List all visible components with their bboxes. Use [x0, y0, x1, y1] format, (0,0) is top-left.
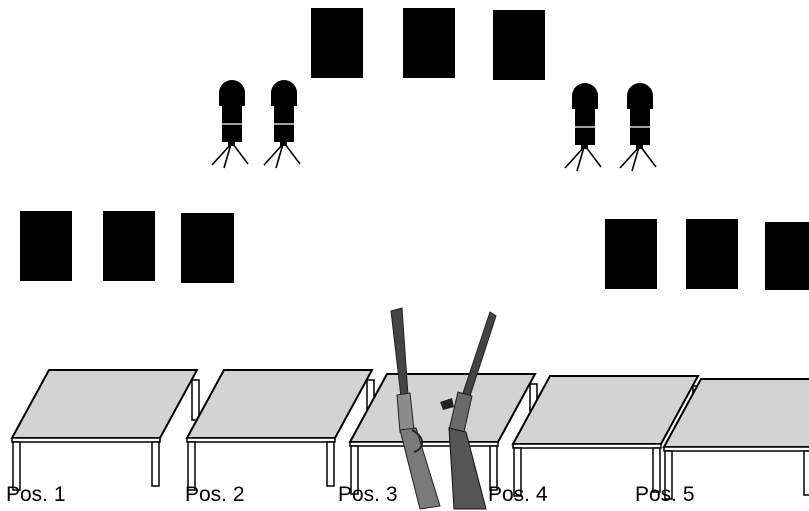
- shooting-table-5: [662, 378, 809, 500]
- shooting-table-2: [185, 369, 375, 491]
- target-right-row-1: [605, 219, 657, 289]
- tripod-speaker-icon: [564, 83, 602, 172]
- tripod-speaker-icon: [263, 80, 301, 169]
- target-left-row-2: [103, 211, 155, 281]
- speaker-group-left-pair: [211, 80, 301, 169]
- rifle-icon: [440, 311, 497, 510]
- tripod-speaker-icon: [211, 80, 249, 169]
- targets-layer: [20, 8, 809, 290]
- target-group-right-row: [605, 219, 809, 290]
- target-group-top-row: [311, 8, 545, 80]
- target-left-row-1: [20, 211, 72, 281]
- target-right-row-2: [686, 219, 738, 289]
- position-label-3: Pos. 3: [338, 483, 398, 506]
- speaker-group-right-pair: [564, 83, 657, 172]
- speakers-layer: [211, 80, 657, 172]
- position-label-4: Pos. 4: [488, 483, 548, 506]
- target-top-row-3: [493, 10, 545, 80]
- target-top-row-2: [403, 8, 455, 78]
- position-label-1: Pos. 1: [6, 483, 66, 506]
- position-label-5: Pos. 5: [635, 483, 695, 506]
- target-right-row-3: [765, 222, 809, 290]
- rifle-icon: [390, 307, 441, 510]
- tripod-speaker-icon: [619, 83, 657, 172]
- position-label-2: Pos. 2: [185, 483, 245, 506]
- shooting-table-3: [348, 373, 538, 495]
- target-top-row-1: [311, 8, 363, 78]
- tables-layer: [10, 369, 809, 500]
- target-left-row-3: [181, 213, 234, 283]
- rifles-layer: [390, 307, 497, 510]
- target-group-left-row: [20, 211, 234, 283]
- shooting-table-1: [10, 369, 200, 491]
